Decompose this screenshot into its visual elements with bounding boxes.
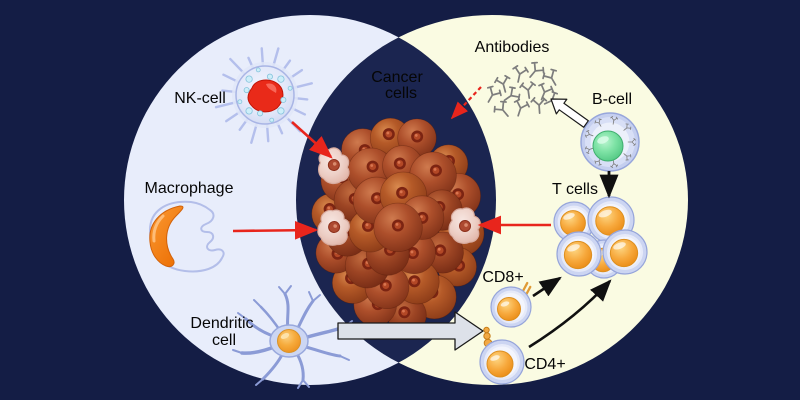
nk-attack-arrow (291, 121, 333, 159)
apoptotic-cell (317, 209, 350, 246)
dendritic-nucleus (277, 329, 301, 353)
t-cell (587, 196, 635, 244)
nk-granule (277, 75, 285, 83)
nk-granule (245, 75, 253, 83)
cd8-label: CD8+ (482, 269, 523, 286)
nk-cell (214, 47, 313, 144)
cancer-cells-label-line1: Cancer (371, 69, 423, 86)
nk-granule (257, 110, 264, 117)
nk-cell-nucleus (247, 79, 284, 113)
nk-cell-label: NK-cell (174, 90, 226, 107)
cd4-differentiation-arrow (528, 279, 612, 349)
nk-granule (255, 67, 261, 73)
macrophage-label: Macrophage (145, 180, 234, 197)
cancer-cell (373, 202, 423, 252)
nk-granule (237, 99, 243, 105)
cd4-cell (479, 326, 525, 385)
cancer-cell-cluster (311, 117, 485, 335)
nk-cell-granules (237, 67, 293, 123)
macrophage-attack-arrow (232, 220, 319, 240)
t-cells-label: T cells (552, 181, 598, 198)
antibodies-label: Antibodies (475, 39, 550, 56)
b-cell-label: B-cell (592, 91, 632, 108)
macrophage-nucleus-highlight (152, 214, 165, 243)
cd8-cell (490, 281, 532, 328)
antibody-attack-arrow (450, 86, 482, 120)
nk-granule (277, 107, 285, 115)
t-cell (556, 231, 602, 277)
b-cell-nucleus-highlight (597, 136, 609, 144)
dendritic-cell-label-line2: cell (212, 332, 236, 349)
nk-granule (287, 85, 293, 91)
cancer-cells-label-line2: cells (385, 85, 417, 102)
t-cell (602, 229, 648, 275)
nk-granule (243, 87, 250, 94)
nk-granule (280, 96, 287, 103)
cd8-nucleus (497, 297, 521, 321)
bcell-secretion-arrow (550, 98, 589, 128)
cd8-receptor (521, 281, 532, 296)
nk-nucleus-highlight (266, 83, 277, 93)
cd8-differentiation-arrow (532, 276, 562, 298)
cd4-nucleus (486, 350, 514, 378)
nk-granule (245, 107, 253, 115)
cd4-label: CD4+ (524, 356, 565, 373)
dendritic-cell-label-line1: Dendritic (190, 315, 253, 332)
macrophage-cell (148, 200, 225, 273)
nk-granule (269, 117, 275, 123)
t-cell-cluster (553, 196, 648, 279)
dendritic-nucleus-highlight (280, 333, 290, 339)
b-cell (580, 112, 640, 172)
apoptotic-cell (448, 207, 481, 244)
b-cell-nucleus (592, 130, 624, 162)
dendritic-presentation-arrow (337, 311, 484, 351)
nk-granule (266, 73, 273, 80)
